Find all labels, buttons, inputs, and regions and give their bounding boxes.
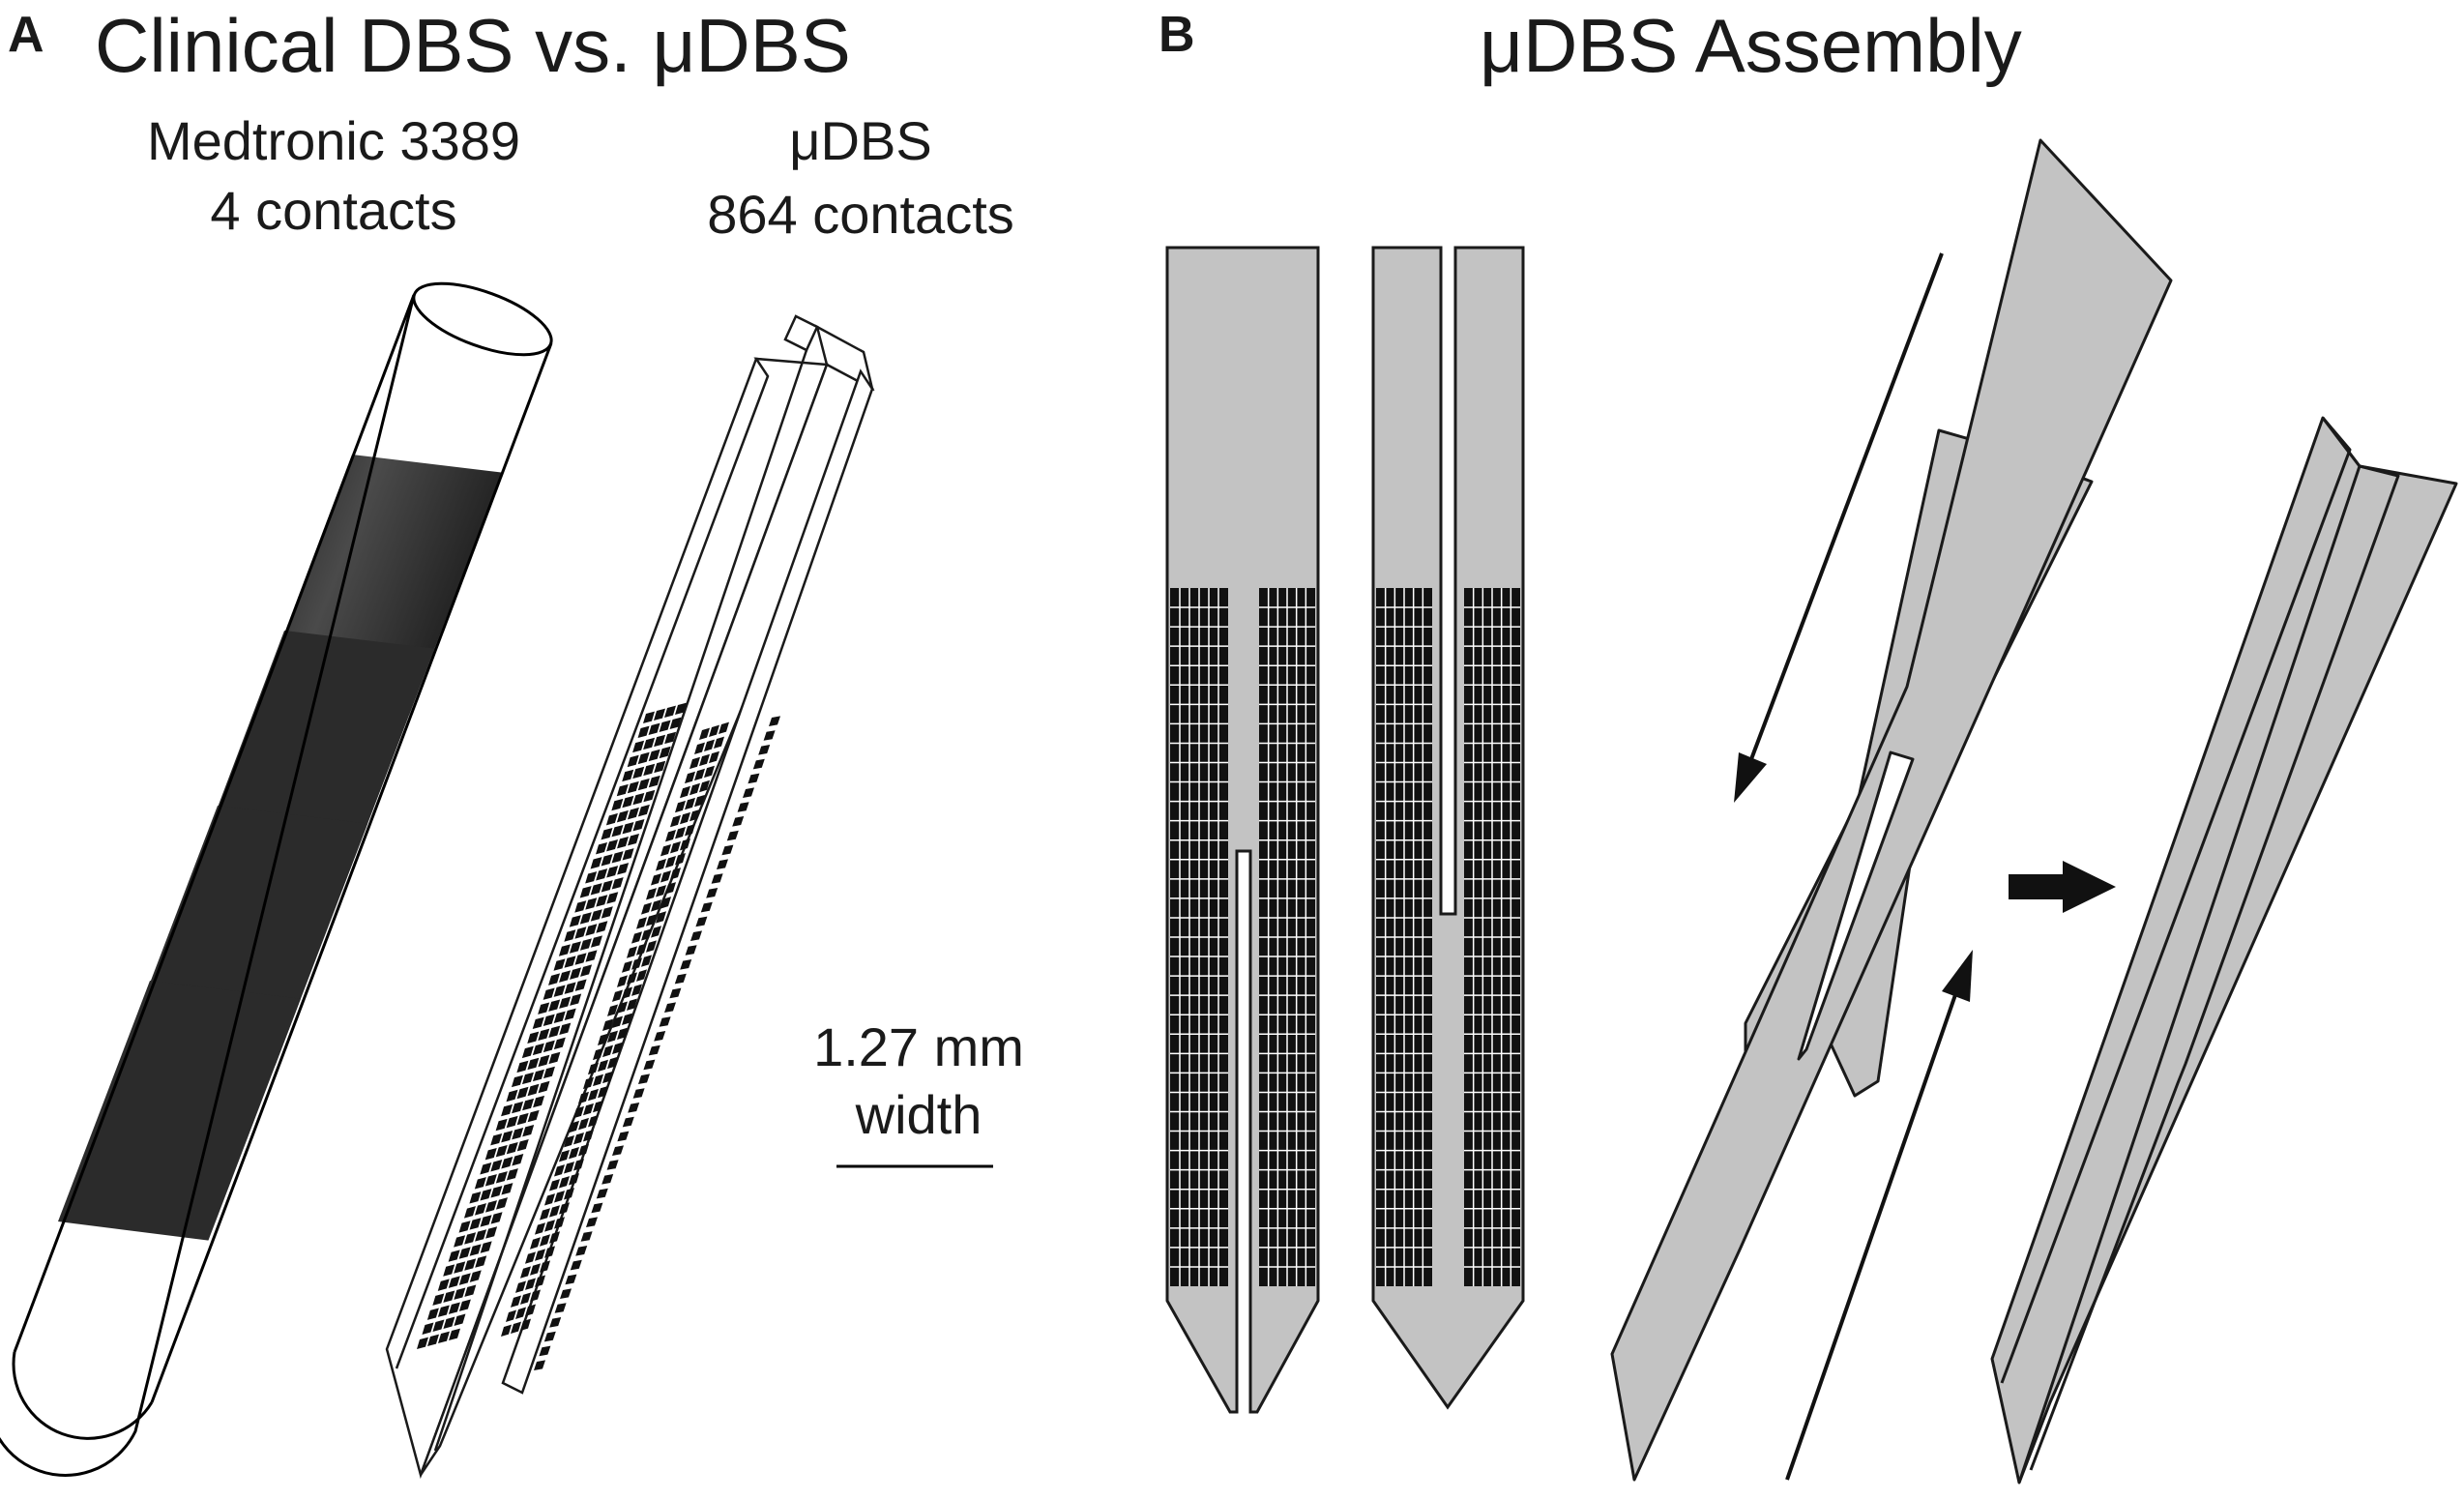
assembly-final [1990,416,2458,1485]
micro-lead-contacts: 864 contacts [707,184,1014,245]
micro-contacts-front [417,702,687,1349]
panel-a-letter: A [8,7,44,63]
clinical-lead-top [412,281,553,357]
contact-array-right-a [1376,588,1432,1286]
micro-lead-name: μDBS [789,110,932,171]
micro-contacts-middle [501,721,729,1337]
arrow-down-head [1734,752,1767,803]
assembly-exploded [1610,138,2173,1482]
arrow-up-head [1942,950,1973,1002]
panel-a-title: Clinical DBS vs. μDBS [95,3,851,88]
panel-b-title: μDBS Assembly [1480,3,2022,88]
micro-contacts-side [534,716,780,1370]
clinical-contact-4 [58,981,311,1242]
contact-array-left-b [1259,588,1315,1286]
result-arrow [2009,861,2116,913]
micro-lead [385,314,875,1480]
clinical-lead-name: Medtronic 3389 [146,110,520,171]
clinical-lead-contacts: 4 contacts [210,180,457,241]
shank-piece-right [1371,246,1525,1410]
contact-array-right-b [1464,588,1520,1286]
contact-array-left-a [1170,588,1228,1286]
scale-label-line1: 1.27 mm [813,1016,1024,1077]
scale-label-line2: width [855,1084,983,1145]
shank-piece-left [1165,246,1320,1414]
panel-b-letter: B [1159,7,1195,63]
